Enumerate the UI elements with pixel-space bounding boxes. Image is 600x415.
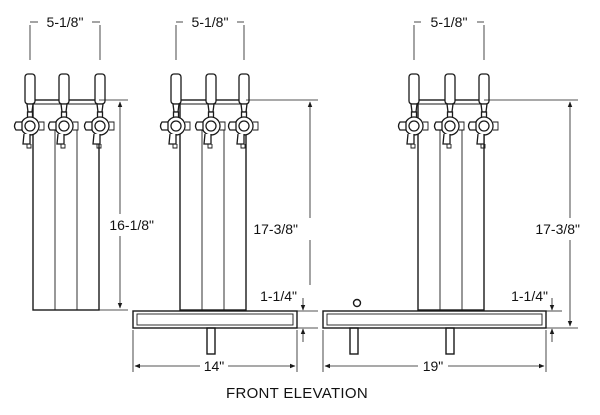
tower-3-tap-spacing-label: 5-1/8" [431,14,468,30]
tower-2-base-width-label: 14" [204,358,225,374]
tower-3-base-post-left [349,327,359,355]
tower-2-base-width-dimension: 14" [132,330,298,374]
tower-3-with-base: 5-1/8" 17-3/8" 1-1/4" 19" [322,14,580,374]
tower-3-base-width-label: 19" [423,358,444,374]
tower-3-height-dimension: 17-3/8" [484,99,580,329]
tower-3-mount-hole [352,298,362,308]
tower-3-base-post-right [445,327,455,355]
tower-2-height-dimension: 17-3/8" [246,99,318,329]
drawing-caption: FRONT ELEVATION [226,385,368,402]
tower-2-base-height-dimension: 1-1/4" [260,288,318,342]
tower-1-tap-spacing-label: 5-1/8" [47,14,84,30]
tower-2-height-label: 17-3/8" [253,221,298,237]
tower-3-base-height-label: 1-1/4" [511,288,548,304]
tower-1-tap-spacing-dimension: 5-1/8" [29,14,101,60]
tower-2-tap-spacing-label: 5-1/8" [192,14,229,30]
tower-2-base-plate [132,310,298,329]
tower-1-height-label: 16-1/8" [109,217,154,233]
tower-3-tap-spacing-dimension: 5-1/8" [413,14,485,60]
tower-2-base-post [206,327,216,355]
tower-3-faucets [397,73,499,149]
tower-3-height-label: 17-3/8" [535,221,580,237]
tower-1-height-dimension: 16-1/8" [99,99,154,311]
tower-2-tap-spacing-dimension: 5-1/8" [175,14,245,60]
tower-2-base-height-label: 1-1/4" [260,288,297,304]
tower-3-base-width-dimension: 19" [322,330,547,374]
tower-3-base-height-dimension: 1-1/4" [511,288,562,342]
tower-3-base-plate [322,310,547,329]
tower-2-with-base: 5-1/8" 17-3/8" 1-1/4" 14" [132,14,318,374]
tower-2-faucets [159,73,259,149]
tower-1-no-base: 5-1/8" 16-1/8" [13,14,154,311]
tower-1-faucets [13,73,115,149]
